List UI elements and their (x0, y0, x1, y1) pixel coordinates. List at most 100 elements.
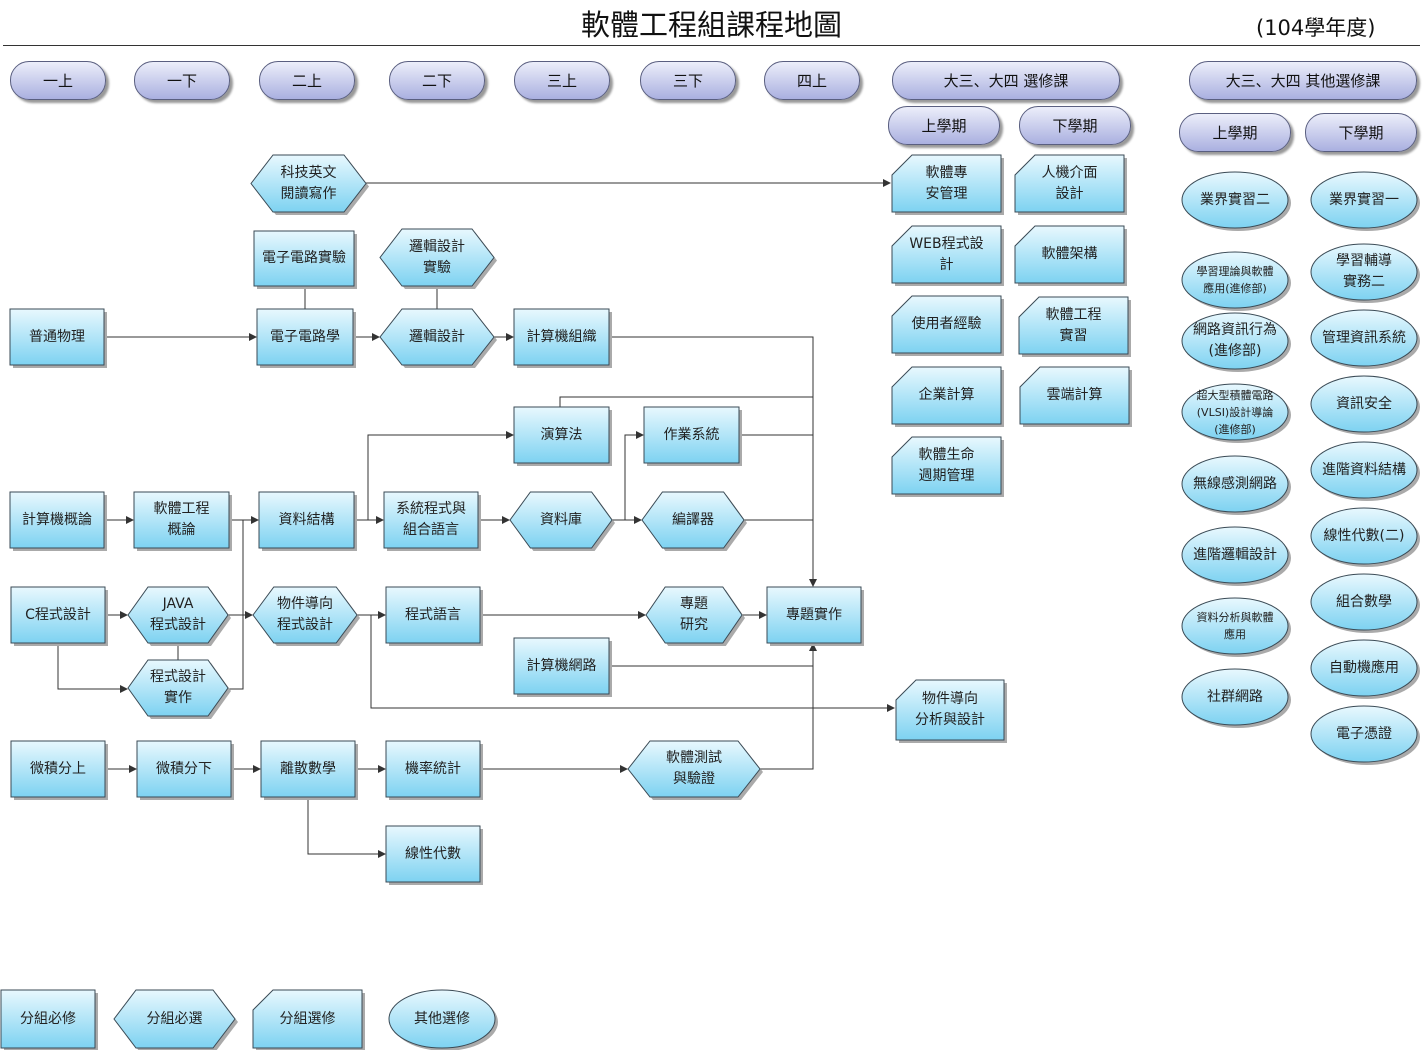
course-label: 科技英文 閱讀寫作 (280, 164, 337, 202)
course-e9: 軟體生命 週期管理 (891, 436, 1004, 497)
course-e7: 企業計算 (891, 366, 1004, 427)
course-organization: 計算機組織 (513, 308, 612, 368)
course-intro-cs: 計算機概論 (9, 491, 107, 551)
course-label: 業界實習一 (1329, 191, 1399, 208)
semester-1-1: 一上 (10, 61, 106, 100)
node-shape (1310, 375, 1418, 433)
node-shape (1310, 243, 1418, 301)
arrow-discrete-linalg (307, 797, 386, 858)
course-label: 分組必修 (20, 1010, 76, 1027)
course-p5: 進階資料結構 (1310, 441, 1420, 501)
course-label: 普通物理 (29, 328, 85, 345)
course-p4: 資訊安全 (1310, 375, 1420, 435)
node-shape-ell (1310, 375, 1420, 435)
page-title: 軟體工程組課程地圖 (580, 8, 842, 42)
node-shape (1014, 225, 1125, 284)
academic-year: (104學年度) (1256, 16, 1376, 40)
node-shape-ell (1181, 312, 1291, 372)
node-shape (891, 154, 1002, 213)
node-shape (379, 308, 495, 366)
node-shape-rect (9, 491, 107, 551)
node-shape-rect (0, 989, 98, 1050)
arrow-to-capstone (609, 336, 817, 587)
node-shape-rect (260, 740, 358, 800)
course-label: 程式語言 (405, 606, 461, 623)
node-shape (1014, 154, 1125, 213)
course-oop: 物件導向 程式設計 (252, 586, 360, 646)
node-shape-rect (9, 308, 107, 368)
elective-first-term: 上學期 (888, 106, 1000, 145)
title-divider (3, 45, 1420, 46)
course-label: 電子憑證 (1336, 725, 1392, 742)
course-label: WEB程式設 計 (909, 235, 984, 273)
legend-l1: 分組必修 (0, 989, 98, 1050)
course-label: 專題實作 (786, 606, 842, 623)
course-label: 計算機概論 (22, 511, 92, 528)
node-shape-rect (10, 740, 108, 800)
node-shape-hex (509, 491, 615, 551)
node-shape-ell (1181, 455, 1291, 515)
node-shape-rect (258, 491, 357, 551)
other-second-term: 下學期 (1305, 113, 1417, 152)
node-shape-rect (385, 586, 483, 646)
node-shape (256, 308, 354, 366)
course-label: 資訊安全 (1336, 395, 1392, 412)
node-shape (133, 491, 230, 549)
node-shape-rect (10, 586, 108, 646)
node-shape-rect (136, 740, 234, 800)
course-intro-se: 軟體工程 概論 (133, 491, 232, 551)
node-shape (0, 989, 96, 1049)
node-shape (1310, 639, 1418, 697)
node-shape (253, 230, 355, 287)
course-label: 物件導向 分析與設計 (915, 691, 985, 728)
node-shape-rect (643, 406, 742, 466)
node-shape (645, 586, 743, 644)
course-label: 分組必選 (146, 1010, 203, 1027)
semester-2-2: 二下 (389, 61, 485, 100)
course-label: 超大型積體電路 (VLSI)設計導論 (進修部) (1196, 388, 1274, 436)
node-shape-cham (1018, 296, 1131, 357)
course-calc1: 微積分上 (10, 740, 108, 800)
node-shape-rect (383, 491, 481, 551)
course-linalg: 線性代數 (385, 825, 483, 885)
other-first-term: 上學期 (1179, 113, 1291, 152)
node-shape (10, 586, 106, 644)
course-label: 資料分析與軟體 應用 (1196, 611, 1274, 641)
course-label: 軟體專 安管理 (925, 164, 968, 202)
node-shape (513, 637, 610, 695)
course-label: 無線感測網路 (1193, 475, 1277, 492)
node-shape (1018, 296, 1129, 355)
course-label: 作業系統 (663, 426, 720, 443)
course-e6: 軟體工程 實習 (1018, 296, 1131, 357)
node-shape (1181, 383, 1289, 441)
node-shape-ell (1181, 251, 1291, 311)
node-shape-ell (388, 989, 498, 1050)
link-algorithms (559, 396, 813, 407)
node-shape-rect (256, 308, 356, 368)
node-shape-ell (1310, 441, 1420, 501)
node-shape (379, 228, 495, 287)
node-shape (1181, 312, 1289, 370)
course-algorithms: 演算法 (513, 406, 612, 466)
course-systems-asm: 系統程式與 組合語言 (383, 491, 481, 551)
node-shape-cham (1019, 366, 1132, 427)
course-o1: 業界實習二 (1181, 171, 1291, 231)
course-logic: 邏輯設計 (379, 308, 497, 368)
node-shape-ell (1181, 526, 1291, 586)
course-calc2: 微積分下 (136, 740, 234, 800)
course-research: 專題 研究 (645, 586, 745, 646)
node-shape-hex (127, 586, 231, 646)
course-e2: 人機介面 設計 (1014, 154, 1127, 215)
course-data-structures: 資料結構 (258, 491, 357, 551)
node-shape-rect (385, 740, 483, 800)
elective-second-term: 下學期 (1019, 106, 1131, 145)
course-label: 計算機網路 (526, 657, 597, 674)
arrow-c-practice (57, 643, 128, 693)
course-label: 軟體工程 概論 (153, 501, 210, 538)
node-shape-rect (766, 586, 864, 646)
node-shape-rect (385, 825, 483, 885)
course-label: 電子電路學 (270, 328, 340, 345)
course-label: 學習輔導 實務二 (1336, 253, 1392, 290)
arrow-oop-ooad (370, 615, 895, 712)
